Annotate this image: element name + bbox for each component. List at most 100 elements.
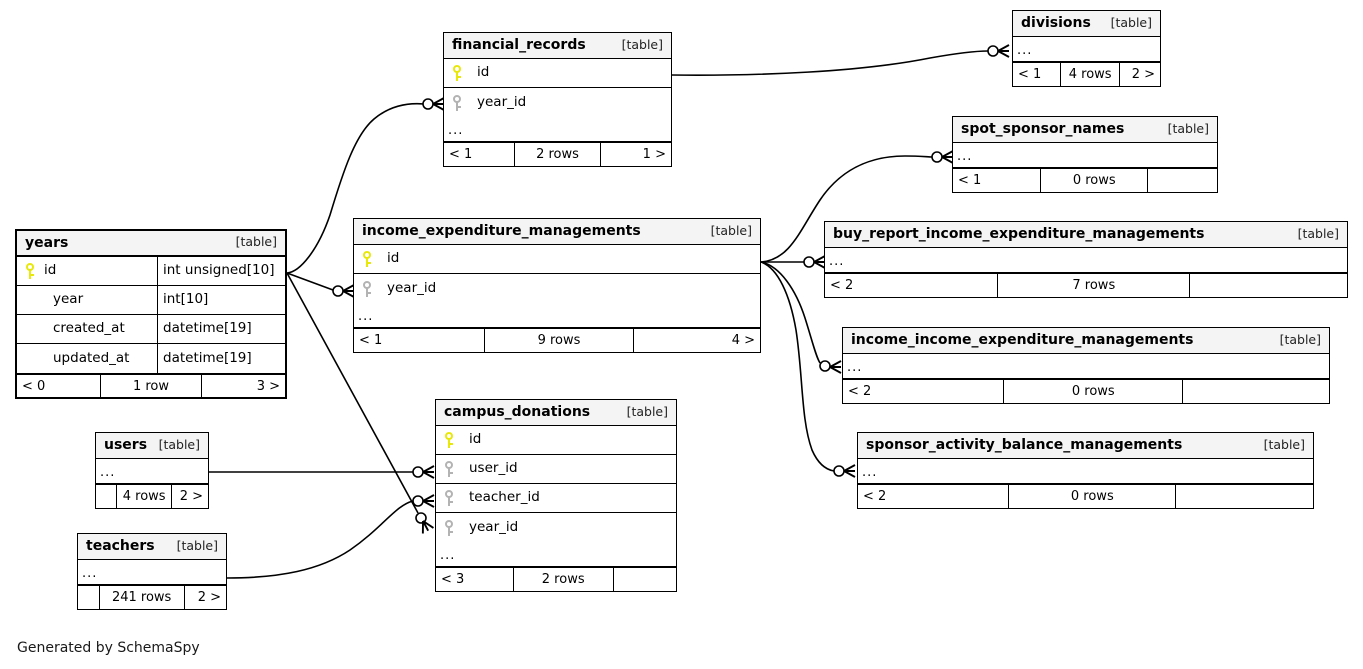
column-row[interactable]: year_id [436,513,676,542]
table-sponsor_activity_balance_managements[interactable]: sponsor_activity_balance_managements [ta… [857,432,1314,509]
more-columns-indicator: ... [843,354,1329,379]
column-row[interactable]: user_id [436,455,676,484]
foreign-key-icon [444,519,455,536]
footer-parents[interactable]: < 2 [830,278,854,293]
footer-parents[interactable]: < 1 [359,333,383,348]
footer-parents[interactable]: < 0 [22,378,46,394]
table-spot_sponsor_names[interactable]: spot_sponsor_names [table] ... < 1 0 row… [952,116,1218,193]
column-name-cell: id [17,263,157,279]
column-list: id year_id [444,59,671,117]
footer-rowcount: 0 rows [1040,169,1149,192]
table-footer: < 3 2 rows [436,567,676,591]
footer-children[interactable] [1148,169,1217,192]
edge-users-campus_donations [209,465,435,479]
footer-rowcount: 241 rows [98,586,185,609]
column-label: teacher_id [469,490,540,506]
table-buy_report_income_expenditure_managements[interactable]: buy_report_income_expenditure_management… [824,221,1348,298]
primary-key-icon [362,251,373,267]
table-header: divisions [table] [1013,11,1160,37]
foreign-key-icon [452,94,463,111]
column-name-cell: year_id [354,280,760,297]
table-title: financial_records [452,37,586,53]
edge-financial_records-divisions [670,44,1010,76]
table-footer: < 2 7 rows [825,273,1347,297]
edge-teachers-campus_donations [226,494,435,579]
column-name-cell: year_id [436,519,676,536]
column-name-cell: year [17,293,157,307]
column-label: created_at [53,322,125,336]
table-years[interactable]: years [table] id int unsigned[10] year i… [15,229,287,399]
column-list: id user_id teacher_id year_id [436,426,676,542]
table-financial_records[interactable]: financial_records [table] id year_id ...… [443,32,672,167]
table-tag: [table] [1297,225,1339,241]
table-users[interactable]: users [table] ... 4 rows 2 > [95,432,209,509]
table-title: buy_report_income_expenditure_management… [833,226,1205,242]
column-row[interactable]: id [436,426,676,455]
table-title: income_income_expenditure_managements [851,332,1194,348]
column-list: id year_id [354,245,760,303]
table-footer: < 2 0 rows [858,484,1313,508]
column-row[interactable]: year_id [444,88,671,117]
table-footer: 4 rows 2 > [96,484,208,508]
table-tag: [table] [1110,14,1152,30]
column-row[interactable]: updated_at datetime[19] [17,344,285,373]
table-income_expenditure_managements[interactable]: income_expenditure_managements [table] i… [353,218,761,353]
footer-children[interactable] [1190,274,1347,297]
footer-children[interactable]: 3 > [256,378,280,394]
footer-rowcount: 0 rows [1008,485,1177,508]
table-header: buy_report_income_expenditure_management… [825,222,1347,248]
column-row[interactable]: teacher_id [436,484,676,513]
table-tag: [table] [1167,120,1209,136]
column-row[interactable]: id [354,245,760,274]
footer-rowcount: 2 rows [514,143,601,166]
column-row[interactable]: year_id [354,274,760,303]
edge-years-income_expenditure_managements [286,272,355,298]
table-tag: [table] [1263,436,1305,452]
footer-parents[interactable] [78,586,99,609]
table-header: financial_records [table] [444,33,671,59]
footer-parents[interactable]: < 1 [1018,67,1042,82]
column-name-cell: teacher_id [436,490,676,506]
table-title: sponsor_activity_balance_managements [866,437,1183,453]
footer-rowcount: 7 rows [997,274,1191,297]
footer-parents[interactable]: < 3 [441,572,465,587]
more-columns-indicator: ... [858,459,1313,484]
table-title: users [104,437,148,453]
column-list: id int unsigned[10] year int[10] created… [17,257,285,373]
footer-parents[interactable]: < 2 [863,489,887,504]
column-row[interactable]: id [444,59,671,88]
footer-children[interactable]: 1 > [642,147,666,162]
table-title: campus_donations [444,404,591,420]
footer-children[interactable]: 2 > [179,489,203,504]
footer-children[interactable] [614,568,676,591]
column-row[interactable]: id int unsigned[10] [17,257,285,286]
table-campus_donations[interactable]: campus_donations [table] id user_id teac… [435,399,677,592]
table-tag: [table] [626,403,668,419]
footer-children[interactable] [1183,380,1329,403]
table-divisions[interactable]: divisions [table] ... < 1 4 rows 2 > [1012,10,1161,87]
column-type: int[10] [157,286,285,314]
footer-parents[interactable]: < 2 [848,384,872,399]
footer-parents[interactable]: < 1 [958,173,982,188]
table-title: years [25,234,69,251]
column-row[interactable]: created_at datetime[19] [17,315,285,344]
column-name-cell: created_at [17,322,157,336]
footer-parents[interactable] [96,485,116,508]
column-name-cell: id [436,432,676,448]
column-row[interactable]: year int[10] [17,286,285,315]
footer-parents[interactable]: < 1 [449,147,473,162]
footer-children[interactable] [1176,485,1313,508]
table-footer: 241 rows 2 > [78,585,226,609]
table-title: income_expenditure_managements [362,223,641,239]
column-type: int unsigned[10] [157,257,285,285]
footer-children[interactable]: 4 > [731,333,755,348]
table-header: users [table] [96,433,208,459]
column-label: id [469,432,482,448]
footer-children[interactable]: 2 > [197,590,221,605]
footer-children[interactable]: 2 > [1131,67,1155,82]
table-income_income_expenditure_managements[interactable]: income_income_expenditure_managements [t… [842,327,1330,404]
column-type: datetime[19] [157,344,285,373]
table-teachers[interactable]: teachers [table] ... 241 rows 2 > [77,533,227,610]
column-label: year_id [387,280,437,296]
more-columns-indicator: ... [436,542,676,567]
